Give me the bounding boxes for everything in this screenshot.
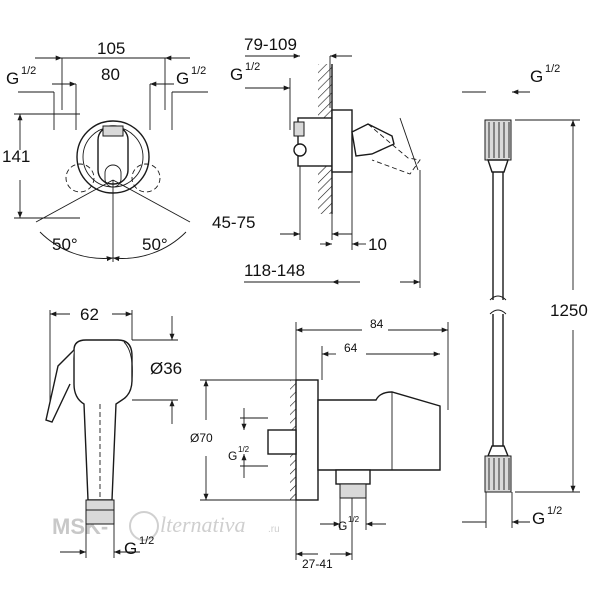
handshower-body — [73, 339, 133, 501]
handshower-thread-frac: 1/2 — [139, 535, 154, 547]
elbow-thread-left-label: G — [228, 449, 237, 463]
dim-height: 141 — [2, 147, 30, 166]
watermark-logo-icon — [129, 511, 159, 541]
elbow-thread-bottom-frac: 1/2 — [348, 515, 360, 524]
thread-frac-right: 1/2 — [191, 65, 206, 77]
dim-handshower-length: 62 — [80, 305, 99, 324]
side-thread-label: G — [230, 65, 243, 84]
thread-label-left: G — [6, 69, 19, 88]
dim-elbow-range: 27-41 — [302, 557, 333, 571]
thread-label-right: G — [176, 69, 189, 88]
mixer-side-view: 79-109 G 1/2 45-75 10 118-148 — [212, 35, 421, 288]
handshower-view: 62 Ø36 G 1/2 — [45, 305, 182, 558]
dim-angle-left: 50° — [52, 235, 78, 254]
handshower-connector — [85, 499, 115, 525]
hose-thread-bottom-frac: 1/2 — [547, 505, 562, 517]
dim-plate: 10 — [368, 235, 387, 254]
watermark-suffix: .ru — [268, 524, 280, 535]
dim-hose-length: 1250 — [550, 301, 588, 320]
side-thread-frac: 1/2 — [245, 61, 260, 73]
dim-width-inner: 80 — [101, 65, 120, 84]
dim-elbow-width: 84 — [370, 317, 384, 331]
dim-elbow-inner: 64 — [344, 341, 358, 355]
hose-thread-bottom-label: G — [532, 509, 545, 528]
handshower-thread-label: G — [124, 539, 137, 558]
wall-plate — [331, 109, 353, 173]
hose-view: G 1/2 1250 — [462, 63, 588, 528]
elbow-wall-plate — [295, 379, 319, 501]
elbow-thread-bottom-label: G — [338, 519, 347, 533]
hose-thread-top-frac: 1/2 — [545, 63, 560, 75]
dim-wall-offset: 45-75 — [212, 213, 255, 232]
elbow-outlet — [339, 483, 367, 499]
elbow-body — [317, 391, 441, 471]
dim-depth: 79-109 — [244, 35, 297, 54]
elbow-thread-left-frac: 1/2 — [238, 445, 250, 454]
dim-width-outer: 105 — [97, 39, 125, 58]
side-lever — [351, 123, 395, 157]
dim-elbow-diameter: Ø70 — [190, 431, 213, 445]
handshower-trigger — [45, 349, 75, 423]
elbow-view: 84 64 Ø70 G 1/2 — [190, 317, 449, 571]
watermark-script: lternativa — [160, 512, 246, 537]
hose-thread-top-label: G — [530, 67, 543, 86]
dim-angle-right: 50° — [142, 235, 168, 254]
thread-frac-left: 1/2 — [21, 65, 36, 77]
elbow-inlet — [267, 429, 297, 455]
mixer-front-view: 105 80 G 1/2 G 1/2 141 — [2, 39, 208, 262]
dim-total: 118-148 — [244, 261, 305, 280]
dim-handshower-diameter: Ø36 — [150, 359, 182, 378]
